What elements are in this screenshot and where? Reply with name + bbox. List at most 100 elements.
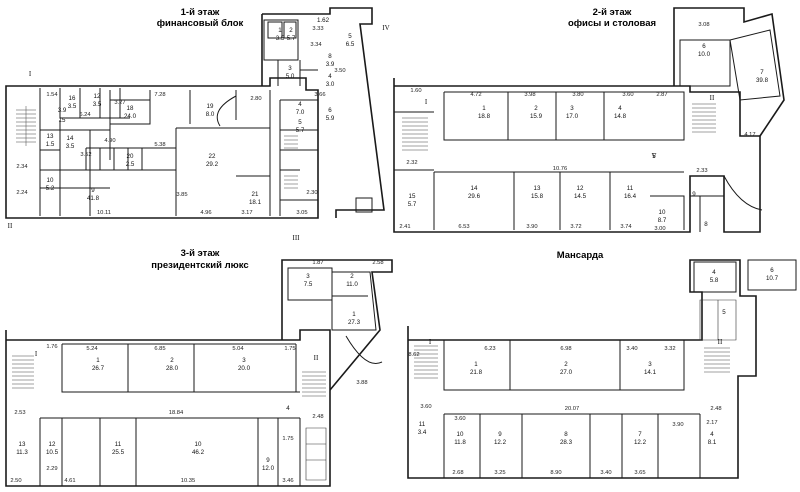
floor-1-room-labels: 13.5 25.7 35.0 43.0 56.5 65.9 1.62 83.9 … bbox=[46, 17, 355, 206]
plan-label: 3.4 bbox=[418, 429, 427, 436]
plan-label: 19 bbox=[207, 103, 214, 110]
plan-label: 3.34 bbox=[310, 42, 322, 48]
plan-label: 8.1 bbox=[708, 439, 717, 446]
plan-label: 15 bbox=[409, 193, 416, 200]
plan-label: I bbox=[429, 338, 432, 346]
plan-label: 11.3 bbox=[16, 449, 28, 456]
floor-3-room-labels: 126.7 228.0 320.0 4 127.3 211.0 37.5 912… bbox=[16, 273, 360, 472]
plan-label: 14 bbox=[67, 135, 74, 142]
plan-label: 10.76 bbox=[553, 166, 568, 172]
plan-label: 10 bbox=[659, 209, 666, 216]
floor-3-subtitle: президентский люкс bbox=[151, 260, 248, 271]
plan-label: 12.2 bbox=[494, 439, 507, 446]
plan-label: 3 bbox=[648, 361, 652, 368]
plan-label: 2.17 bbox=[706, 420, 717, 426]
plan-label: 2.24 bbox=[16, 190, 28, 196]
plan-label: 5.0 bbox=[286, 73, 295, 80]
plan-label: 24.0 bbox=[124, 113, 137, 120]
plan-label: 3 bbox=[306, 273, 310, 280]
plan-label: 3.17 bbox=[241, 210, 252, 216]
plan-label: 3.9 bbox=[326, 61, 335, 68]
plan-label: 20.0 bbox=[238, 365, 251, 372]
plan-label: 4.61 bbox=[64, 478, 75, 484]
plan-label: 11.0 bbox=[346, 281, 358, 288]
floor-1-room-19-wall bbox=[149, 90, 237, 124]
plan-label: 3.60 bbox=[622, 92, 633, 98]
floor-1-central-walls bbox=[175, 90, 271, 216]
floor-3-plan: 3-й этаж президентский люкс 126.7 228.0 … bbox=[5, 248, 393, 487]
plan-label: 3.27 bbox=[114, 100, 125, 106]
plan-label: 26.7 bbox=[92, 365, 105, 372]
plan-label: 3.85 bbox=[176, 192, 187, 198]
plan-label: 8 bbox=[328, 53, 332, 60]
plan-label: 1 bbox=[482, 105, 486, 112]
plan-label: 10.7 bbox=[766, 275, 779, 282]
plan-label: I bbox=[425, 98, 428, 106]
plan-label: 4 bbox=[618, 105, 622, 112]
plan-label: 10.0 bbox=[698, 51, 711, 58]
plan-label: 4.90 bbox=[104, 138, 115, 144]
floor-4-outer-wall bbox=[407, 259, 757, 479]
plan-label: 5.7 bbox=[408, 201, 417, 208]
plan-label: I bbox=[35, 350, 38, 358]
floor-1-title: 1-й этаж bbox=[181, 7, 220, 18]
plan-label: 6 bbox=[770, 267, 774, 274]
plan-label: 11 bbox=[627, 185, 634, 192]
plan-label: 2.68 bbox=[452, 470, 463, 476]
floor-3-stair-right bbox=[302, 371, 326, 397]
floor-3-room-1 bbox=[331, 271, 377, 331]
plan-label: 15.8 bbox=[531, 193, 544, 200]
plan-label: 10.5 bbox=[46, 449, 59, 456]
floor-1-tower-rooms bbox=[263, 19, 299, 61]
plan-label: 2.80 bbox=[250, 96, 261, 102]
plan-label: 6.98 bbox=[560, 346, 571, 352]
plan-label: 2 bbox=[170, 357, 174, 364]
plan-label: 1.60 bbox=[410, 88, 421, 94]
plan-label: 5.7 bbox=[287, 35, 296, 42]
floor-2-stair-left bbox=[402, 117, 428, 151]
floor-1-right-rooms bbox=[279, 99, 318, 216]
plan-label: 5 bbox=[348, 33, 352, 40]
plan-label: 13 bbox=[47, 133, 54, 140]
plan-label: 3.5 bbox=[66, 143, 75, 150]
plan-label: 5.04 bbox=[232, 346, 244, 352]
plan-label: 3.98 bbox=[524, 92, 535, 98]
floor-1-stair-left bbox=[16, 106, 36, 146]
plan-label: 1.5 bbox=[46, 141, 55, 148]
plan-label: 7.28 bbox=[154, 92, 165, 98]
plan-label: 6.23 bbox=[484, 346, 495, 352]
plan-label: 4 bbox=[328, 73, 332, 80]
plan-label: 2.33 bbox=[696, 168, 707, 174]
plan-label: 3.74 bbox=[620, 224, 632, 230]
floor-1-tower-wall bbox=[261, 7, 385, 218]
plan-label: 3.33 bbox=[312, 26, 323, 32]
plan-label: 14.5 bbox=[574, 193, 587, 200]
plan-label: 9 bbox=[266, 457, 270, 464]
plan-label: 3.25 bbox=[494, 470, 505, 476]
floor-3-curved-wall bbox=[345, 335, 383, 364]
floor-2-left-block bbox=[394, 111, 434, 171]
plan-label: 11 bbox=[419, 421, 426, 428]
plan-label: 12.2 bbox=[634, 439, 647, 446]
plan-label: 7.0 bbox=[296, 109, 305, 116]
plan-label: 25.5 bbox=[112, 449, 125, 456]
floor-1-small-cubicles bbox=[85, 147, 177, 171]
plan-label: 15 bbox=[59, 117, 66, 124]
plan-label: 1 bbox=[278, 27, 282, 34]
plan-label: 3.5 bbox=[276, 35, 285, 42]
plan-label: V bbox=[651, 152, 656, 160]
plan-label: 7 bbox=[760, 69, 764, 76]
plan-label: 2.5 bbox=[126, 161, 135, 168]
plan-label: 8 bbox=[704, 221, 708, 228]
plan-label: 3.9 bbox=[58, 107, 67, 114]
plan-label: 1 bbox=[96, 357, 100, 364]
plan-label: 2.48 bbox=[312, 414, 323, 420]
plan-label: 14.8 bbox=[614, 113, 627, 120]
plan-label: 12 bbox=[49, 441, 56, 448]
plan-label: 3.40 bbox=[626, 346, 637, 352]
plan-label: 4 bbox=[712, 269, 716, 276]
plan-label: 5 bbox=[298, 119, 302, 126]
plan-label: 4 bbox=[298, 101, 302, 108]
floor-2-tower-wall bbox=[673, 7, 785, 137]
floor-2-office-row-bottom bbox=[433, 171, 685, 230]
